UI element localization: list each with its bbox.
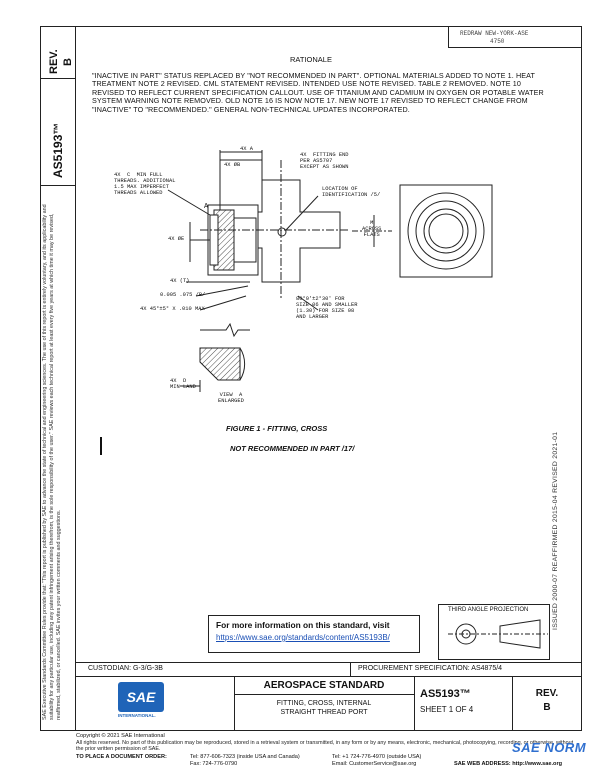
id-location-mark: [277, 227, 287, 237]
custodian: CUSTODIAN: G-3/G-3B: [88, 665, 163, 672]
callout-threads: 4X C MIN FULL THREADS. ADDITIONAL 1.5 MA…: [114, 172, 176, 196]
projection-box: [438, 604, 550, 660]
callout-across-flats: M ACROSS FLATS: [362, 220, 382, 238]
callout-min-land: 4X D MIN LAND: [170, 378, 196, 390]
info-box-text: For more information on this standard, v…: [216, 620, 390, 630]
issued-stamp: [448, 26, 582, 48]
rev-label: REV.: [535, 688, 559, 699]
web-address[interactable]: SAE WEB ADDRESS: http://www.sae.org: [454, 761, 563, 767]
rev-value: B: [543, 702, 551, 713]
info-box: [208, 615, 420, 653]
callout-e: 4X ØE: [168, 236, 185, 242]
callout-view-a: VIEW A ENLARGED: [218, 392, 244, 404]
standard-link[interactable]: https://www.sae.org/standards/content/AS…: [216, 633, 390, 642]
order-label: TO PLACE A DOCUMENT ORDER:: [76, 754, 167, 760]
callout-b: 4X ØB: [224, 162, 241, 168]
email[interactable]: Email: CustomerService@sae.org: [332, 761, 417, 767]
callout-a: 4X A: [240, 146, 253, 152]
sae-logo: SAE: [118, 682, 164, 712]
doc-number: AS5193™: [420, 688, 471, 700]
watermark: SAE NORM: [512, 740, 587, 755]
rights-text: All rights reserved. No part of this pub…: [76, 740, 574, 753]
callout-tolerance: 0.005 .075 /B/: [160, 292, 206, 298]
left-margin-column: [40, 26, 76, 731]
callout-view-letter: A: [204, 203, 209, 211]
stamp-line-1: REDRAW NEW-YORK-ASE: [460, 30, 529, 37]
divider: [40, 78, 76, 79]
rationale-title: RATIONALE: [290, 55, 332, 64]
end-view-square: [399, 184, 493, 278]
callout-identification: LOCATION OF IDENTIFICATION /5/: [322, 186, 381, 198]
sae-logo-subtext: INTERNATIONAL.: [118, 713, 156, 718]
title-block-top: [76, 662, 582, 663]
tel-usa: Tel: 877-606-7323 (inside USA and Canada…: [190, 754, 300, 760]
fax: Fax: 724-776-0790: [190, 761, 238, 767]
rationale-text: "INACTIVE IN PART" STATUS REPLACED BY "N…: [92, 71, 544, 114]
callout-t: 4X (T): [170, 278, 190, 284]
title-line-2: STRAIGHT THREAD PORT: [280, 709, 368, 716]
figure-title: FIGURE 1 - FITTING, CROSS: [226, 424, 328, 433]
standard-type: AEROSPACE STANDARD: [263, 680, 385, 691]
figure-note: NOT RECOMMENDED IN PART /17/: [230, 444, 355, 453]
callout-fitting-end: 4X FITTING END PER AS5707 EXCEPT AS SHOW…: [300, 152, 349, 170]
sheet-number: SHEET 1 OF 4: [420, 705, 474, 714]
tel-intl: Tel: +1 724-776-4970 (outside USA): [332, 754, 422, 760]
copyright: Copyright © 2021 SAE International: [76, 733, 165, 739]
issue-dates-side: ISSUED 2000-07 REAFFIRMED 2015-04 REVISE…: [552, 431, 559, 630]
drawing-frame: [40, 26, 582, 731]
projection-label: THIRD ANGLE PROJECTION: [448, 607, 529, 613]
title-line-1: FITTING, CROSS, INTERNAL: [276, 700, 372, 707]
procurement-spec: PROCUREMENT SPECIFICATION: AS4875/4: [358, 665, 503, 672]
end-view-outer-circle: [407, 192, 485, 270]
callout-angle: 80°0'±2°30' FOR SIZE 06 AND SMALLER (1.3…: [296, 296, 358, 320]
callout-chamfer: 4X 45°±5° X .010 MAX: [140, 306, 205, 312]
view-a-detail: [199, 347, 241, 381]
stamp-line-2: 4750: [490, 38, 505, 45]
revision-bar: [100, 437, 102, 455]
divider: [40, 185, 76, 186]
